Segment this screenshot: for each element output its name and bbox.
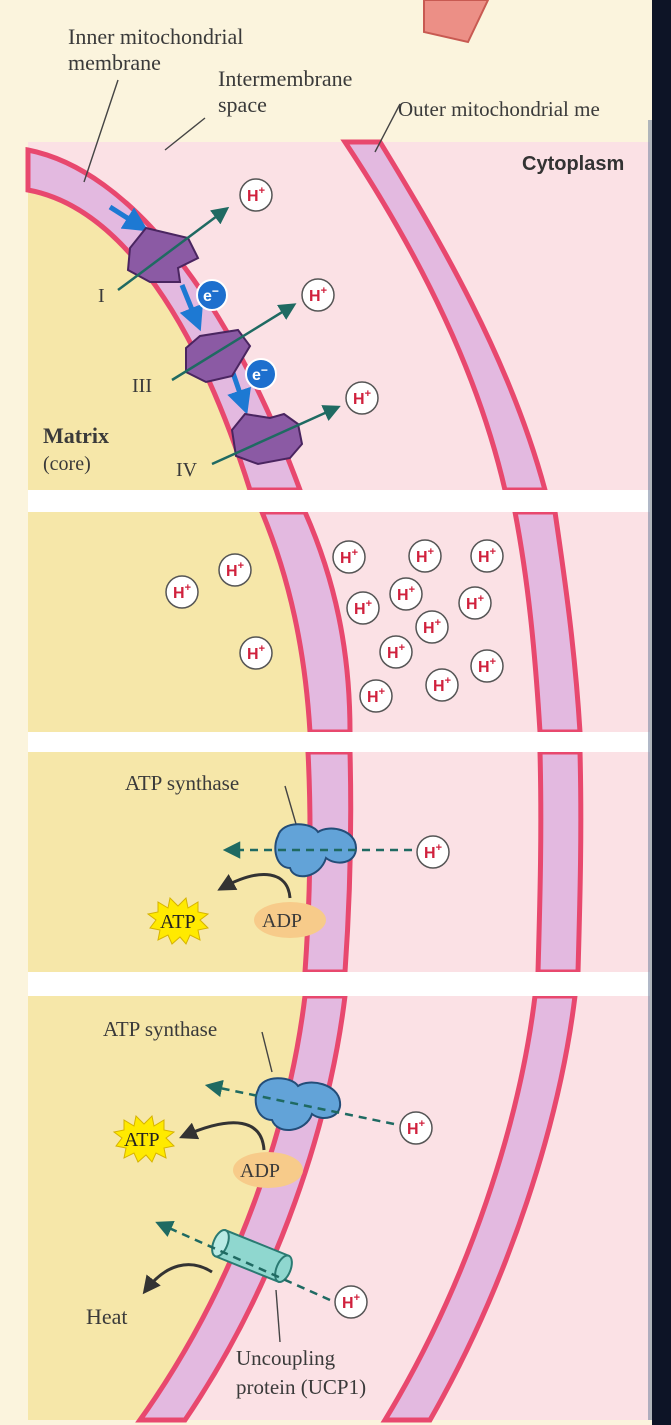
panel-electron-transport bbox=[28, 142, 650, 490]
proton-charge: + bbox=[354, 1292, 360, 1304]
proton-charge: + bbox=[379, 686, 385, 698]
proton-charge: + bbox=[365, 388, 371, 400]
electron-symbol: e bbox=[252, 367, 261, 384]
proton-symbol: H bbox=[416, 549, 428, 566]
proton-ion: H+ bbox=[166, 576, 198, 608]
scan-edge bbox=[652, 0, 671, 1425]
proton-ion: H+ bbox=[240, 637, 272, 669]
proton-symbol: H bbox=[387, 645, 399, 662]
electron-symbol: e bbox=[203, 288, 212, 305]
label-ucp1-line1: Uncoupling bbox=[236, 1346, 336, 1370]
label-intermembrane-line1: Intermembrane bbox=[218, 66, 352, 91]
proton-symbol: H bbox=[354, 601, 366, 618]
electron-charge: − bbox=[212, 284, 219, 298]
label-matrix-core: (core) bbox=[43, 453, 91, 475]
proton-symbol: H bbox=[247, 646, 259, 663]
proton-ion: H+ bbox=[390, 578, 422, 610]
proton-ion: H+ bbox=[335, 1286, 367, 1318]
proton-charge: + bbox=[366, 598, 372, 610]
proton-charge: + bbox=[478, 593, 484, 605]
proton-charge: + bbox=[409, 584, 415, 596]
proton-symbol: H bbox=[433, 678, 445, 695]
proton-charge: + bbox=[259, 185, 265, 197]
proton-symbol: H bbox=[342, 1295, 354, 1312]
proton-symbol: H bbox=[397, 587, 409, 604]
electron-carrier: e− bbox=[197, 280, 227, 310]
proton-ion: H+ bbox=[416, 611, 448, 643]
proton-symbol: H bbox=[478, 549, 490, 566]
label-atp: ATP bbox=[160, 911, 196, 933]
proton-symbol: H bbox=[478, 659, 490, 676]
proton-ion: H+ bbox=[360, 680, 392, 712]
proton-ion: H+ bbox=[471, 650, 503, 682]
proton-symbol: H bbox=[466, 596, 478, 613]
panel-uncoupling bbox=[28, 996, 650, 1420]
outer-membrane bbox=[538, 752, 581, 972]
proton-symbol: H bbox=[353, 391, 365, 408]
proton-ion: H+ bbox=[302, 279, 334, 311]
label-complex-iii: III bbox=[132, 375, 152, 397]
proton-charge: + bbox=[419, 1118, 425, 1130]
proton-symbol: H bbox=[309, 288, 321, 305]
proton-symbol: H bbox=[423, 620, 435, 637]
proton-symbol: H bbox=[407, 1121, 419, 1138]
proton-symbol: H bbox=[367, 689, 379, 706]
label-adp: ADP bbox=[262, 910, 302, 932]
label-complex-iv: IV bbox=[176, 459, 198, 481]
label-intermembrane-line2: space bbox=[218, 92, 267, 117]
proton-ion: H+ bbox=[417, 836, 449, 868]
proton-ion: H+ bbox=[409, 540, 441, 572]
electron-charge: − bbox=[261, 363, 268, 377]
electron-carrier: e− bbox=[246, 359, 276, 389]
proton-ion: H+ bbox=[219, 554, 251, 586]
proton-charge: + bbox=[490, 656, 496, 668]
proton-ion: H+ bbox=[240, 179, 272, 211]
matrix-region bbox=[28, 512, 310, 732]
label-cytoplasm: Cytoplasm bbox=[522, 153, 624, 175]
proton-symbol: H bbox=[173, 585, 185, 602]
proton-charge: + bbox=[490, 546, 496, 558]
proton-charge: + bbox=[185, 582, 191, 594]
proton-symbol: H bbox=[247, 188, 259, 205]
proton-symbol: H bbox=[424, 845, 436, 862]
proton-charge: + bbox=[436, 842, 442, 854]
proton-charge: + bbox=[238, 560, 244, 572]
proton-ion: H+ bbox=[346, 382, 378, 414]
label-inner-membrane-line2: membrane bbox=[68, 50, 161, 75]
label-inner-membrane-line1: Inner mitochondrial bbox=[68, 24, 243, 49]
proton-charge: + bbox=[352, 547, 358, 559]
label-atp-synthase: ATP synthase bbox=[103, 1017, 217, 1041]
proton-charge: + bbox=[259, 643, 265, 655]
proton-symbol: H bbox=[226, 563, 238, 580]
label-ucp1-line2: protein (UCP1) bbox=[236, 1375, 366, 1399]
label-matrix: Matrix bbox=[43, 423, 109, 448]
proton-charge: + bbox=[445, 675, 451, 687]
proton-ion: H+ bbox=[471, 540, 503, 572]
proton-charge: + bbox=[428, 546, 434, 558]
label-complex-i: I bbox=[98, 285, 105, 307]
label-atp-synthase: ATP synthase bbox=[125, 771, 239, 795]
label-adp: ADP bbox=[240, 1160, 280, 1182]
label-outer-membrane: Outer mitochondrial me bbox=[398, 97, 600, 121]
proton-ion: H+ bbox=[459, 587, 491, 619]
proton-ion: H+ bbox=[333, 541, 365, 573]
proton-charge: + bbox=[321, 285, 327, 297]
proton-ion: H+ bbox=[426, 669, 458, 701]
proton-ion: H+ bbox=[380, 636, 412, 668]
proton-symbol: H bbox=[340, 550, 352, 567]
label-heat: Heat bbox=[86, 1304, 128, 1329]
label-atp: ATP bbox=[124, 1129, 160, 1151]
proton-ion: H+ bbox=[400, 1112, 432, 1144]
proton-charge: + bbox=[399, 642, 405, 654]
proton-charge: + bbox=[435, 617, 441, 629]
proton-ion: H+ bbox=[347, 592, 379, 624]
